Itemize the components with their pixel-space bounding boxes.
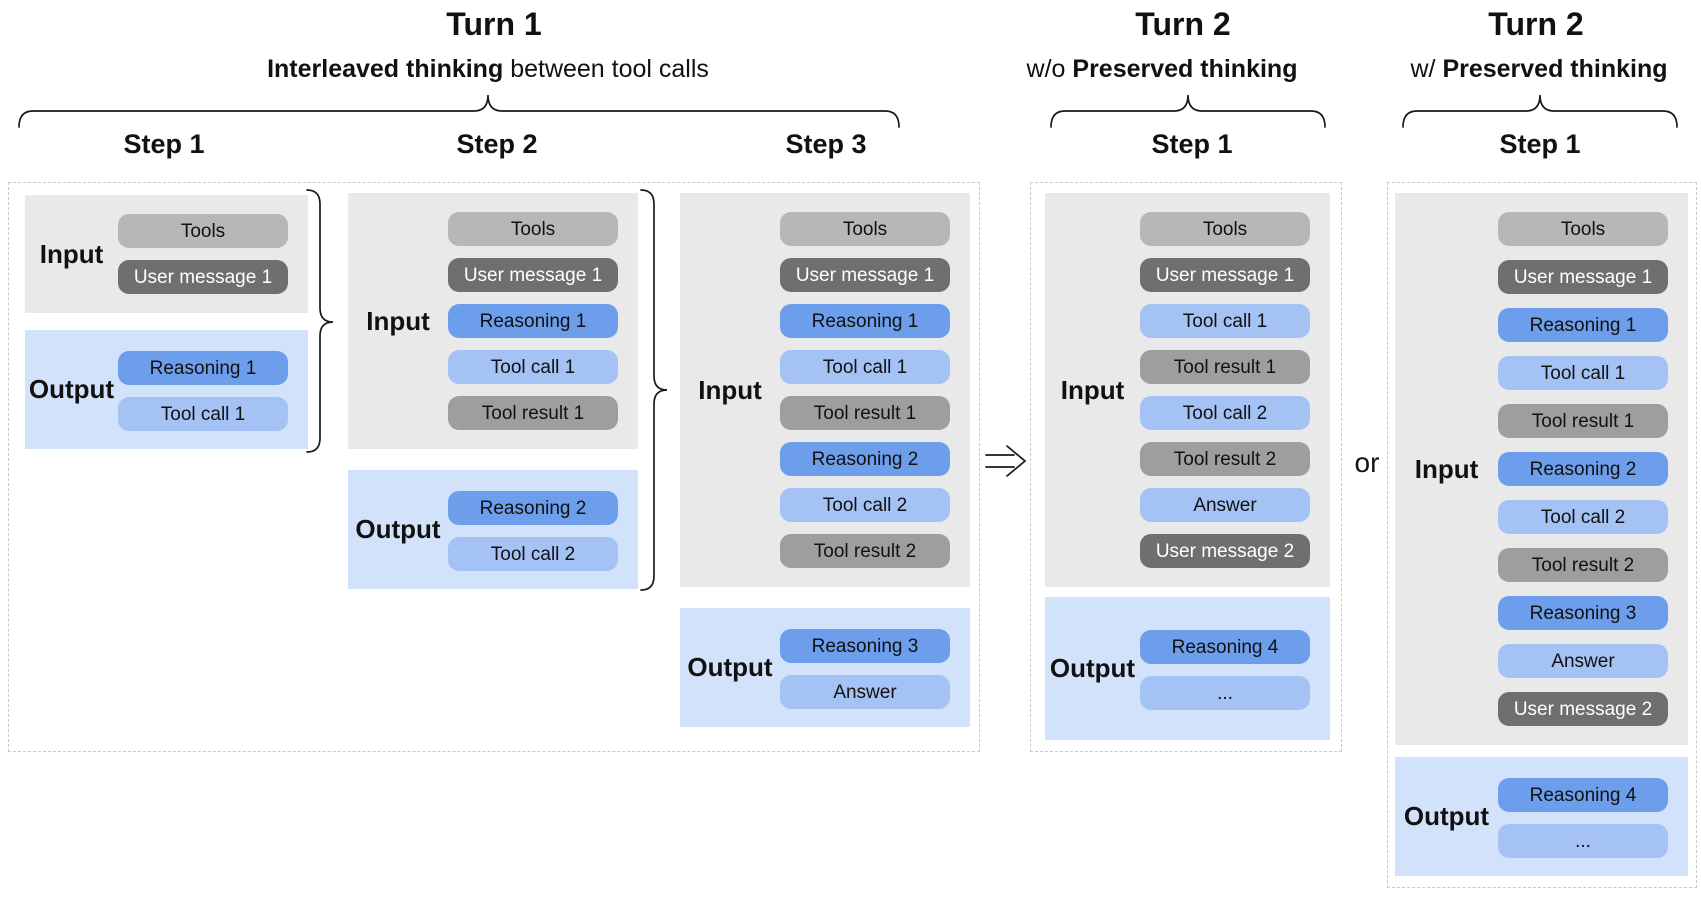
- turn1-brace-icon: [18, 94, 900, 128]
- pill-tool-call-1: Tool call 1: [118, 397, 288, 431]
- pill-reasoning-3: Reasoning 3: [780, 629, 950, 663]
- pill-tool-result-2: Tool result 2: [1140, 442, 1310, 476]
- turn2-without-step1-heading: Step 1: [1151, 129, 1233, 159]
- turn2-with-output-panel: Output Reasoning 4 ...: [1395, 757, 1688, 876]
- turn1-step3-heading: Step 3: [785, 129, 867, 159]
- output-label: Output: [28, 374, 115, 404]
- pill-reasoning-1: Reasoning 1: [118, 351, 288, 385]
- pill-user-message-1: User message 1: [1498, 260, 1668, 294]
- pill-tool-result-1: Tool result 1: [1498, 404, 1668, 438]
- pill-tool-call-2: Tool call 2: [1498, 500, 1668, 534]
- pill-tools: Tools: [118, 214, 288, 248]
- pill-stack: Tools User message 1 Reasoning 1 Tool ca…: [780, 193, 950, 587]
- turn2-with-step1-heading: Step 1: [1499, 129, 1581, 159]
- pill-user-message-1: User message 1: [780, 258, 950, 292]
- pill-tools: Tools: [780, 212, 950, 246]
- pill-reasoning-2: Reasoning 2: [780, 442, 950, 476]
- pill-answer: Answer: [1140, 488, 1310, 522]
- pill-user-message-2: User message 2: [1498, 692, 1668, 726]
- or-label: or: [1354, 447, 1380, 478]
- turn1-step1-heading: Step 1: [123, 129, 205, 159]
- turn1-subtitle: Interleaved thinking between tool calls: [267, 55, 709, 83]
- pill-reasoning-2: Reasoning 2: [1498, 452, 1668, 486]
- turn1-step1-output-panel: Output Reasoning 1 Tool call 1: [25, 330, 308, 449]
- pill-tool-call-2: Tool call 2: [1140, 396, 1310, 430]
- implies-arrow-icon: [985, 445, 1027, 477]
- pill-answer: Answer: [1498, 644, 1668, 678]
- output-label: Output: [355, 514, 441, 544]
- turn2-without-input-panel: Input Tools User message 1 Tool call 1 T…: [1045, 193, 1330, 587]
- turn2-with-title: Turn 2: [1488, 6, 1584, 42]
- turn1-step3-input-panel: Input Tools User message 1 Reasoning 1 T…: [680, 193, 970, 587]
- pill-user-message-1: User message 1: [118, 260, 288, 294]
- pill-reasoning-1: Reasoning 1: [448, 304, 618, 338]
- input-label: Input: [1414, 453, 1479, 484]
- pill-reasoning-1: Reasoning 1: [780, 304, 950, 338]
- pill-stack: Reasoning 3 Answer: [780, 608, 950, 727]
- pill-tool-result-1: Tool result 1: [1140, 350, 1310, 384]
- pill-stack: Reasoning 1 Tool call 1: [118, 330, 288, 449]
- step2-to-step3-brace-icon: [640, 189, 668, 591]
- pill-reasoning-2: Reasoning 2: [448, 491, 618, 525]
- step1-to-step2-brace-icon: [306, 189, 334, 453]
- turn1-step2-output-panel: Output Reasoning 2 Tool call 2: [348, 470, 638, 589]
- pill-stack: Reasoning 2 Tool call 2: [448, 470, 618, 589]
- turn2-with-subtitle: w/ Preserved thinking: [1410, 55, 1668, 83]
- pill-tool-call-1: Tool call 1: [1140, 304, 1310, 338]
- turn1-step2-input-panel: Input Tools User message 1 Reasoning 1 T…: [348, 193, 638, 449]
- pill-tool-result-1: Tool result 1: [780, 396, 950, 430]
- turn2-without-brace-icon: [1050, 94, 1326, 128]
- input-label: Input: [366, 305, 430, 336]
- pill-reasoning-1: Reasoning 1: [1498, 308, 1668, 342]
- pill-tool-call-2: Tool call 2: [780, 488, 950, 522]
- pill-stack: Tools User message 1 Reasoning 1 Tool ca…: [1498, 193, 1668, 745]
- turn2-with-brace-icon: [1402, 94, 1678, 128]
- pill-user-message-2: User message 2: [1140, 534, 1310, 568]
- pill-user-message-1: User message 1: [448, 258, 618, 292]
- turn2-with-input-panel: Input Tools User message 1 Reasoning 1 T…: [1395, 193, 1688, 745]
- pill-user-message-1: User message 1: [1140, 258, 1310, 292]
- pill-tool-call-2: Tool call 2: [448, 537, 618, 571]
- pill-stack: Reasoning 4 ...: [1498, 757, 1668, 876]
- turn2-without-output-panel: Output Reasoning 4 ...: [1045, 597, 1330, 740]
- turn1-step3-output-panel: Output Reasoning 3 Answer: [680, 608, 970, 727]
- turn1-step2-heading: Step 2: [456, 129, 538, 159]
- pill-tool-call-1: Tool call 1: [1498, 356, 1668, 390]
- pill-tool-call-1: Tool call 1: [448, 350, 618, 384]
- pill-reasoning-4: Reasoning 4: [1140, 630, 1310, 664]
- pill-answer: Answer: [780, 675, 950, 709]
- output-label: Output: [1049, 653, 1136, 683]
- turn2-without-subtitle: w/o Preserved thinking: [1026, 55, 1298, 83]
- pill-ellipsis: ...: [1140, 676, 1310, 710]
- pill-stack: Tools User message 1 Tool call 1 Tool re…: [1140, 193, 1310, 587]
- pill-stack: Reasoning 4 ...: [1140, 609, 1310, 728]
- pill-tools: Tools: [1498, 212, 1668, 246]
- input-label: Input: [698, 374, 762, 405]
- turn1-title: Turn 1: [446, 6, 542, 42]
- pill-stack: Tools User message 1 Reasoning 1 Tool ca…: [448, 193, 618, 449]
- pill-tools: Tools: [1140, 212, 1310, 246]
- pill-ellipsis: ...: [1498, 824, 1668, 858]
- turn1-step1-input-panel: Input Tools User message 1: [25, 195, 308, 313]
- pill-tool-result-2: Tool result 2: [780, 534, 950, 568]
- pill-tool-call-1: Tool call 1: [780, 350, 950, 384]
- input-label: Input: [1060, 374, 1125, 405]
- output-label: Output: [687, 652, 773, 682]
- pill-reasoning-3: Reasoning 3: [1498, 596, 1668, 630]
- input-label: Input: [39, 238, 104, 269]
- turn2-without-title: Turn 2: [1135, 6, 1231, 42]
- pill-tool-result-2: Tool result 2: [1498, 548, 1668, 582]
- pill-reasoning-4: Reasoning 4: [1498, 778, 1668, 812]
- pill-tool-result-1: Tool result 1: [448, 396, 618, 430]
- output-label: Output: [1403, 801, 1490, 831]
- pill-stack: Tools User message 1: [118, 195, 288, 313]
- pill-tools: Tools: [448, 212, 618, 246]
